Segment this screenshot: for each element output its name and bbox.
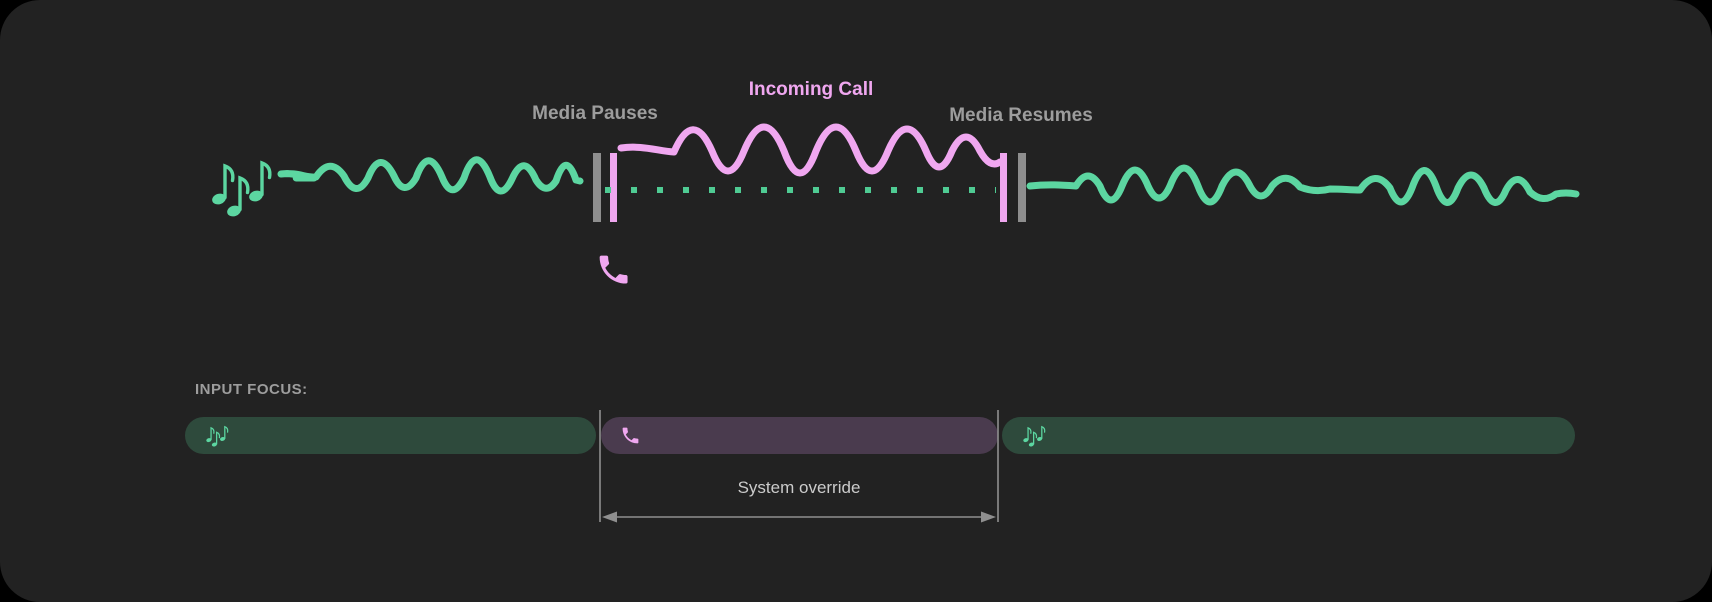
media-wave-before (277, 156, 584, 195)
incoming-call-label: Incoming Call (748, 79, 874, 100)
override-boundary-right (997, 410, 999, 522)
phone-icon (599, 255, 628, 284)
focus-segment-media-before (185, 417, 596, 454)
music-notes-icon (206, 425, 229, 447)
pause-bar-gray (593, 153, 601, 222)
media-pauses-label: Media Pauses (532, 103, 658, 124)
system-override-label: System override (737, 478, 861, 497)
pause-bar-pink (610, 153, 617, 222)
media-wave-after (1026, 164, 1580, 206)
resume-bar-pink (1000, 153, 1007, 222)
focus-segment-call (601, 417, 998, 454)
resume-bar-gray (1018, 153, 1026, 222)
override-boundary-left (599, 410, 601, 522)
waveform-graphic (212, 123, 1580, 284)
music-notes-icon (212, 160, 272, 217)
media-resumes-label: Media Resumes (949, 105, 1093, 126)
override-arrow-left-head (602, 511, 617, 523)
focus-segment-media-after (1002, 417, 1575, 454)
input-focus-heading: INPUT FOCUS: (195, 381, 308, 398)
override-arrow-right-head (981, 511, 996, 523)
call-wave (617, 123, 1004, 177)
phone-icon (622, 427, 639, 444)
music-notes-icon (1023, 425, 1046, 447)
